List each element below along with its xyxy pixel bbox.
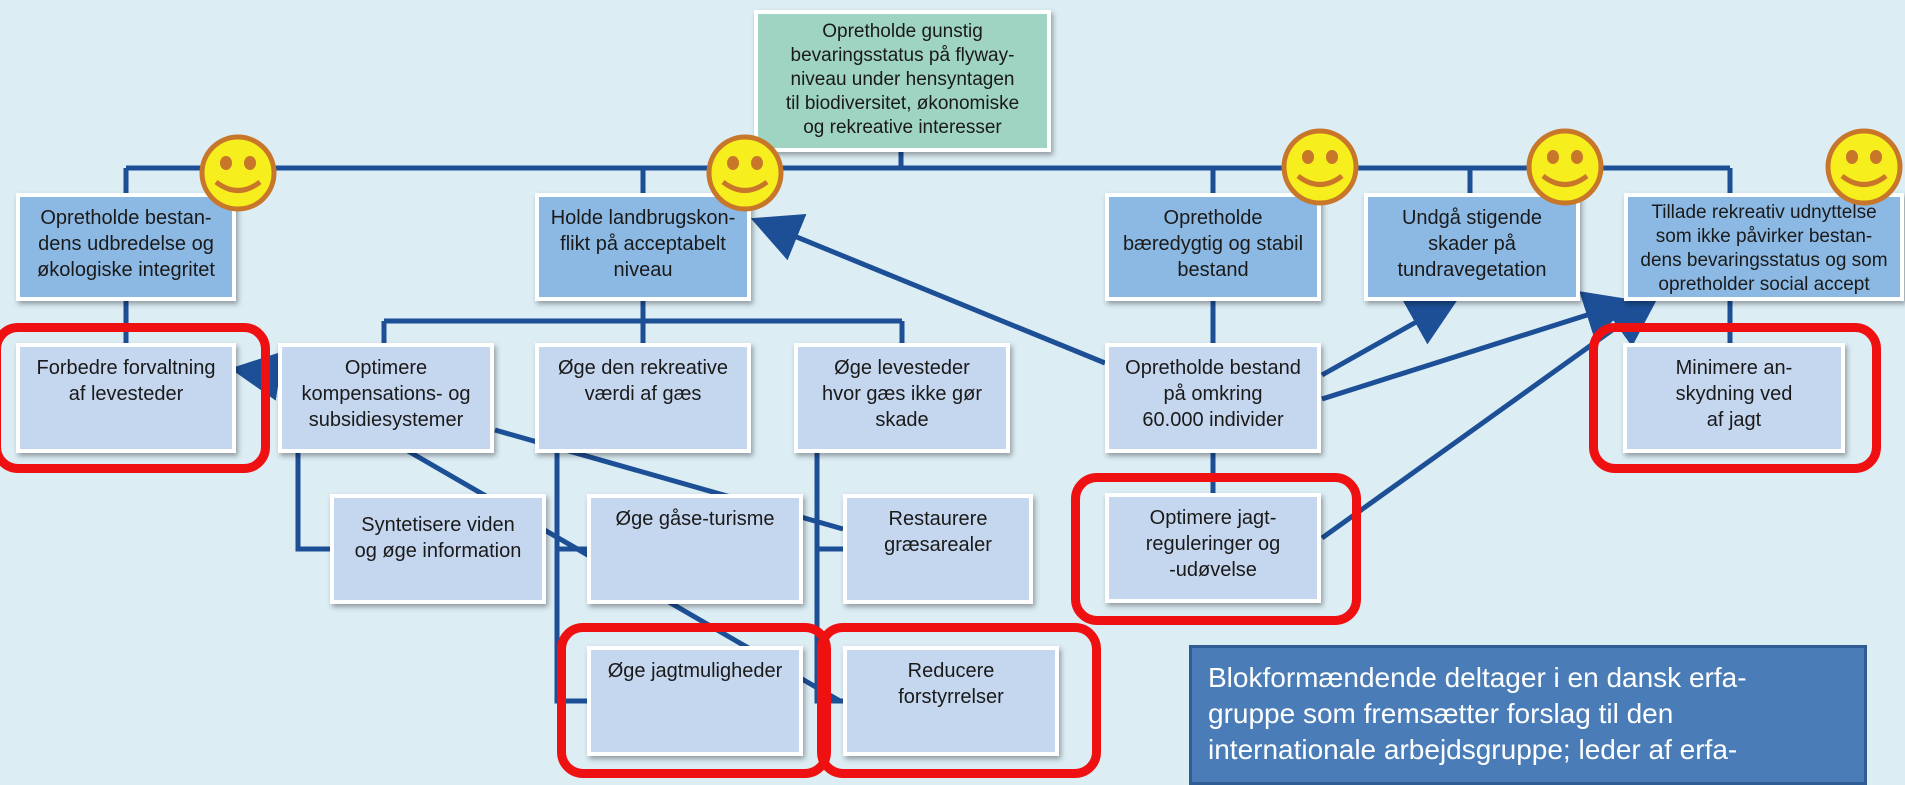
root-goal-box: Opretholde gunstig bevaringsstatus på fl… [754,10,1051,152]
smiley-icon [1526,128,1604,206]
smiley-icon [199,134,277,212]
smiley-icon [706,134,784,212]
goal-box-recreational-use: Tillade rekreativ udnyttelse som ikke på… [1624,193,1904,301]
smiley-icon [1825,128,1903,206]
action-box-hunting-opportunities: Øge jagtmuligheder [587,646,803,756]
highlight-frame-hunting-opportunities [557,623,831,778]
action-box-restore-grassland: Restaurere græsarealer [843,494,1033,604]
action-box-compensation: Optimere kompensations- og subsidiesyste… [278,343,494,453]
highlight-frame-wounding [1589,323,1881,473]
goal-box-population-range: Opretholde bestan- dens udbredelse og øk… [16,193,236,301]
action-box-harmless-habitat: Øge levesteder hvor gæs ikke gør skade [794,343,1010,453]
action-box-population-target: Opretholde bestand på omkring 60.000 ind… [1105,343,1321,453]
action-box-reduce-disturbance: Reducere forstyrrelser [843,646,1059,756]
action-box-habitat-management: Forbedre forvaltning af levesteder [16,343,236,453]
arrow-to-tundra [1320,298,1459,378]
action-box-goose-tourism: Øge gåse-turisme [587,494,803,604]
arrow-to-rekreativ-a [1321,291,1635,402]
connector-bracket-optimere [295,451,330,552]
info-callout-box: Blokformændende deltager i en dansk erfa… [1189,645,1867,785]
smiley-icon [1281,128,1359,206]
highlight-frame-reduce-disturbance [817,623,1101,778]
highlight-frame-habitat-management [0,323,270,473]
action-box-hunting-regulation: Optimere jagt- reguleringer og -udøvelse [1105,493,1321,603]
arrow-to-forbedre [230,351,284,401]
goal-box-sustainable-population: Opretholde bæredygtig og stabil bestand [1105,193,1321,301]
goal-box-agricultural-conflict: Holde landbrugskon- flikt på acceptabelt… [535,193,751,301]
action-box-recreational-value: Øge den rekreative værdi af gæs [535,343,751,453]
arrow-to-landbrug [750,213,1106,366]
action-box-wounding: Minimere an- skydning ved af jagt [1623,343,1845,453]
goal-box-tundra-damage: Undgå stigende skader på tundravegetatio… [1364,193,1580,301]
action-box-knowledge: Syntetisere viden og øge information [330,494,546,604]
connector-goal2-bar [381,300,905,343]
highlight-frame-hunting-regulation [1071,473,1361,625]
